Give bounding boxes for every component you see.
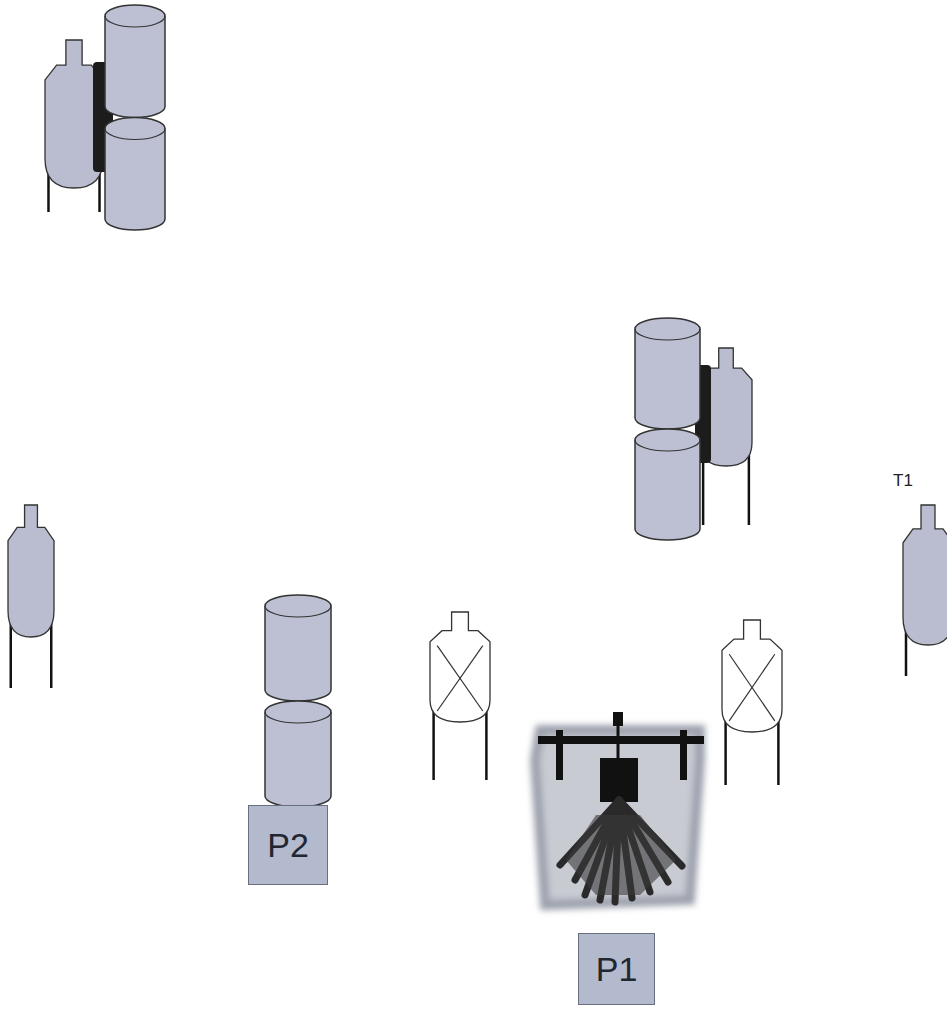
position-label: P1 — [596, 952, 638, 986]
swinging-target — [535, 712, 704, 905]
barrel-stack — [105, 5, 165, 230]
no-shoot-target — [722, 620, 782, 785]
no-shoot-target — [430, 612, 490, 780]
barrel-stack — [635, 318, 700, 540]
position-label: P2 — [267, 828, 309, 862]
target-label: T1 — [893, 472, 913, 489]
barrel-stack — [265, 595, 331, 807]
paper-target — [903, 505, 947, 676]
paper-target — [8, 505, 54, 688]
position-box: P2 — [248, 805, 328, 885]
position-box: P1 — [578, 933, 655, 1005]
